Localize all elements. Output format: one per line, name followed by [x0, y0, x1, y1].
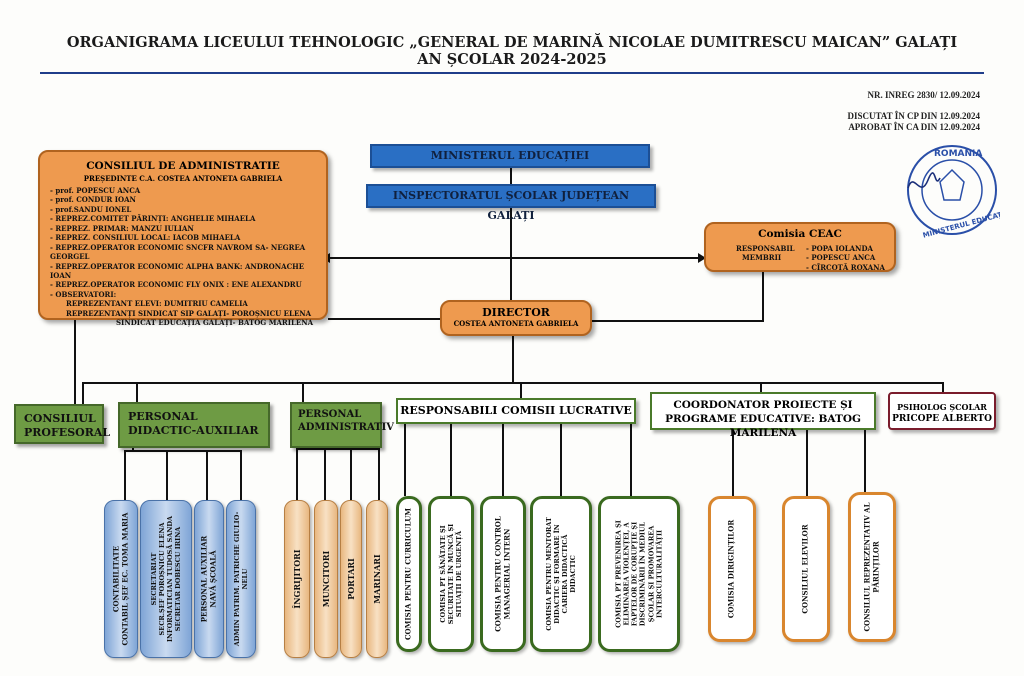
consiliu-member: REPREZENTANT ELEVI: DUMITRIU CAMELIA: [66, 299, 248, 309]
consiliu-member: - REPREZ. CONSILIUL LOCAL: IACOB MIHAELA: [50, 233, 241, 243]
director-name: COSTEA ANTONETA GABRIELA: [453, 319, 579, 328]
personal-administrativ-box: PERSONAL ADMINISTRATIV: [290, 402, 394, 448]
psiholog-scolar-box: PSIHOLOG ȘCOLAR PRICOPE ALBERTO: [888, 392, 996, 430]
registration-number: NR. INREG 2830/ 12.09.2024: [867, 90, 980, 100]
leaf-label: COMISIA DIRIGINȚILOR: [726, 519, 736, 619]
director-title: DIRECTOR: [482, 306, 550, 319]
leaf-marinari: MARINARI: [366, 500, 388, 658]
consiliu-member: SINDICAT EDUCAȚIA GALAȚI- BATOG MARILENA: [116, 318, 314, 328]
consiliul-profesoral-box: CONSILIUL PROFESORAL: [14, 404, 110, 444]
leaf-comisia-curriculum: COMISIA PENTRU CURRICULUM: [396, 496, 422, 652]
consiliu-member: - prof.SANDU IONEL: [50, 204, 132, 214]
header-divider: [40, 72, 984, 74]
leaf-label: COMISIA PENTRU CURRICULUM: [403, 507, 413, 641]
leaf-label: MUNCITORI: [321, 550, 331, 608]
responsabili-comisii-box: RESPONSABILI COMISII LUCRATIVE: [396, 398, 636, 424]
psiholog-name: PRICOPE ALBERTO: [892, 414, 992, 424]
consiliu-member: - REPREZ.OPERATOR ECONOMIC FLY ONIX : EN…: [50, 280, 302, 290]
leaf-label: ÎNGRIJITORI: [292, 549, 302, 609]
svg-text:ROMANIA: ROMANIA: [934, 149, 982, 159]
consiliu-member: - prof. POPESCU ANCA: [50, 186, 141, 195]
consiliu-member: - REPREZ.COMITET PĂRINȚI: ANGHELIE MIHAE…: [50, 214, 256, 224]
leaf-label: CONSILIUL ELEVILOR: [800, 524, 810, 614]
ceac-title: Comisia CEAC: [758, 228, 842, 240]
leaf-portari: PORTARI: [340, 500, 362, 658]
ceac-member: - POPESCU ANCA: [806, 253, 876, 263]
consiliu-title: CONSILIUL DE ADMINISTRATIE: [86, 160, 280, 172]
school-year: AN ȘCOLAR 2024-2025: [417, 51, 607, 68]
leaf-label: PORTARI: [346, 558, 356, 600]
consiliu-members: - prof. POPESCU ANCA - prof. CONDUR IOAN…: [50, 186, 326, 328]
approved-note: APROBAT ÎN CA DIN 12.09.2024: [848, 122, 980, 132]
consiliu-presedinte: PREȘEDINTE C.A. COSTEA ANTONETA GABRIELA: [83, 174, 283, 183]
consiliul-de-administratie-box: CONSILIUL DE ADMINISTRATIE PREȘEDINTE C.…: [38, 150, 328, 327]
leaf-admin-patrim: ADMIN PATRIM. PATRICHE GIULIO-NELU: [226, 500, 256, 658]
consiliu-member: - REPREZ.OPERATOR ECONOMIC ALPHA BANK: A…: [50, 261, 305, 280]
consiliu-member: REPREZENTANȚI SINDICAT SIP GALAȚI- POROȘ…: [66, 308, 312, 318]
coordonator-proiecte-box: COORDONATOR PROIECTE ȘI PROGRAME EDUCATI…: [650, 392, 876, 439]
chart-title: ORGANIGRAMA LICEULUI TEHNOLOGIC „GENERAL…: [66, 34, 958, 51]
leaf-ingrijitori: ÎNGRIJITORI: [284, 500, 310, 658]
leaf-label: MARINARI: [372, 554, 382, 604]
psiholog-title: PSIHOLOG ȘCOLAR: [897, 402, 987, 412]
discussed-note: DISCUTAT ÎN CP DIN 12.09.2024: [847, 111, 980, 121]
consiliu-member: - OBSERVATORI:: [50, 289, 117, 299]
inspectoratul-scolar-box: INSPECTORATUL ȘCOLAR JUDEȚEAN GALAȚI: [366, 184, 656, 222]
ceac-responsabil-label: RESPONSABIL: [736, 244, 795, 253]
official-stamp: ROMANIA MINISTERUL EDUCAȚIEI: [900, 140, 1013, 241]
consiliu-member: - REPREZ. PRIMAR: MANZU IULIAN: [50, 223, 194, 233]
consiliu-member: - REPREZ.OPERATOR ECONOMIC SNCFR NAVROM …: [50, 242, 306, 262]
consiliu-member: - prof. CONDUR IOAN: [50, 195, 136, 205]
ceac-membrii-label: MEMBRII: [742, 253, 782, 263]
leaf-comisia-dirigintilor: COMISIA DIRIGINȚILOR: [708, 496, 756, 642]
leaf-consiliul-elevilor: CONSILIUL ELEVILOR: [782, 496, 830, 642]
ceac-member: - POPA IOLANDA: [806, 244, 873, 253]
personal-didactic-auxiliar-box: PERSONAL DIDACTIC-AUXILIAR: [118, 402, 270, 448]
ministerul-educatiei-box: MINISTERUL EDUCAȚIEI: [370, 144, 650, 168]
leaf-muncitori: MUNCITORI: [314, 500, 338, 658]
ceac-member: - CÎRCOTĂ ROXANA: [806, 262, 885, 272]
director-box: DIRECTOR COSTEA ANTONETA GABRIELA: [440, 300, 592, 336]
leaf-label: ADMIN PATRIM. PATRICHE GIULIO-NELU: [232, 511, 249, 647]
comisia-ceac-box: Comisia CEAC RESPONSABIL MEMBRII - POPA …: [704, 222, 896, 272]
